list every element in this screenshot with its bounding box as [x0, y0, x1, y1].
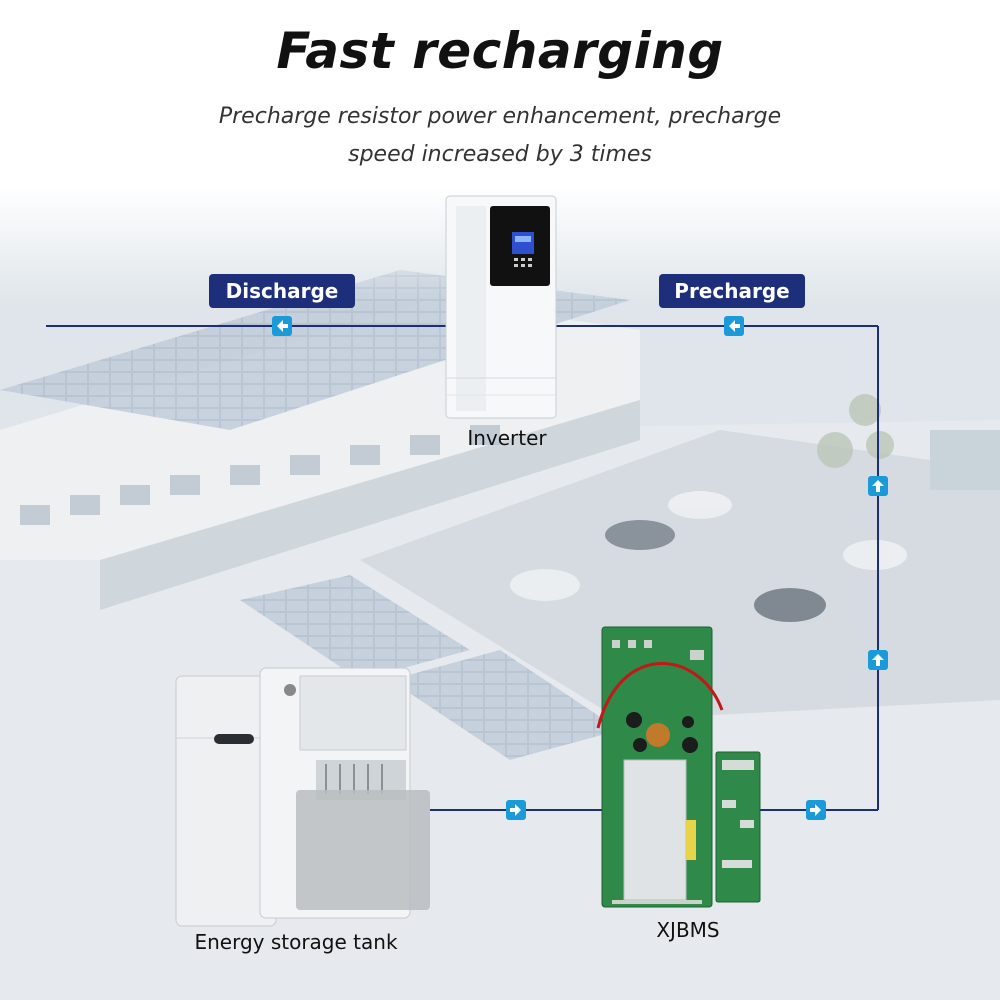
arrow-up-icon — [868, 650, 888, 670]
arrow-up-icon — [868, 476, 888, 496]
page-subtitle: Precharge resistor power enhancement, pr… — [150, 98, 850, 174]
arrow-left-icon — [724, 316, 744, 336]
arrow-left-icon — [272, 316, 292, 336]
page-title: Fast recharging — [276, 22, 724, 80]
storage-label: Energy storage tank — [194, 930, 398, 954]
inverter-label: Inverter — [467, 426, 547, 450]
xjbms-board — [596, 626, 761, 908]
arrow-right-icon — [506, 800, 526, 820]
bms-label: XJBMS — [656, 918, 720, 942]
subtitle-line-1: Precharge resistor power enhancement, pr… — [218, 104, 782, 129]
energy-storage-tank — [175, 667, 430, 927]
precharge-badge: Precharge — [659, 274, 805, 308]
arrow-right-icon — [806, 800, 826, 820]
discharge-badge: Discharge — [209, 274, 355, 308]
subtitle-line-2: speed increased by 3 times — [348, 142, 652, 167]
inverter-device — [445, 195, 557, 419]
